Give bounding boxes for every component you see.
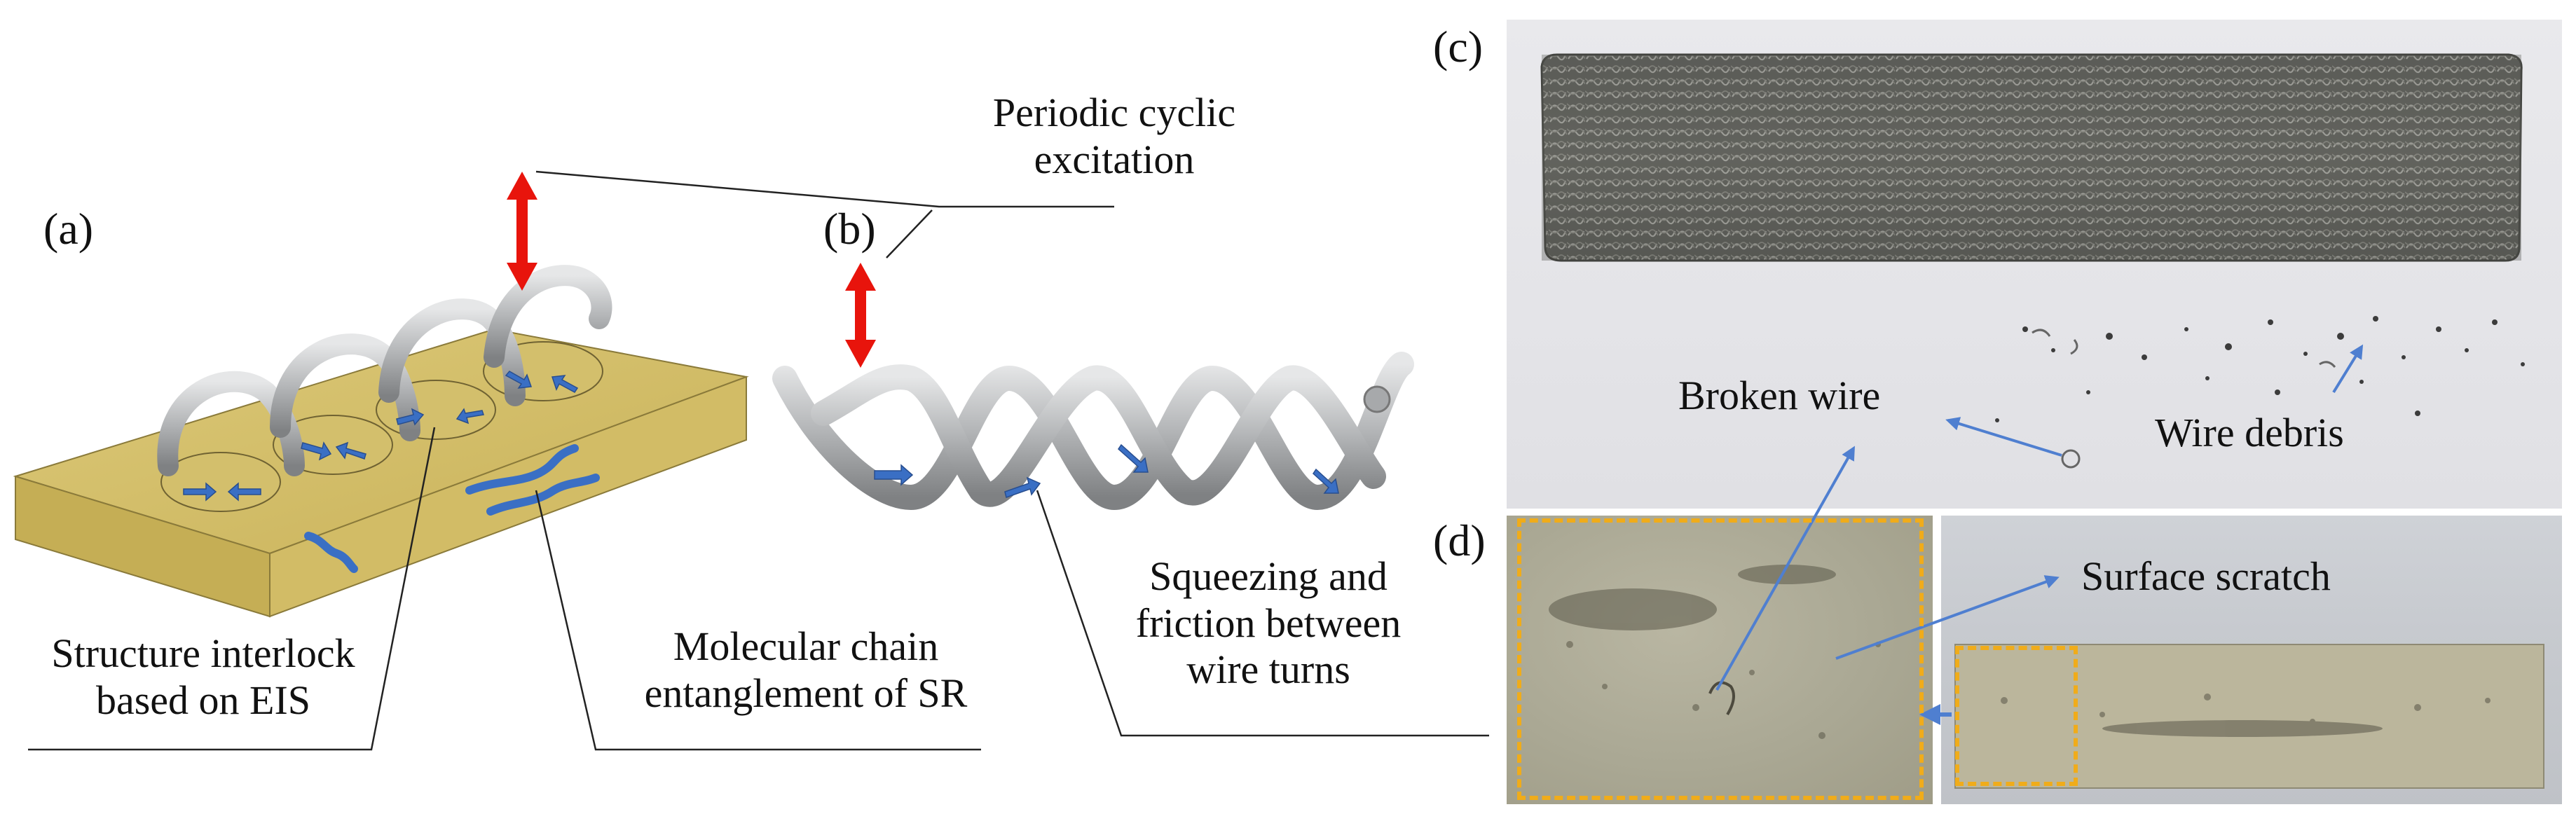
force-arrows-b	[874, 443, 1339, 498]
force-arrows-a	[183, 371, 579, 502]
photo-d-content	[1549, 446, 2544, 789]
broken-wire-arrow-c	[1945, 417, 2062, 457]
surface-scratch-arrow	[1835, 575, 2060, 660]
squeezing-label: Squeezing and friction between wire turn…	[1104, 553, 1433, 694]
excitation-line-2: excitation	[1034, 136, 1195, 182]
squeezing-line-1: Squeezing and	[1149, 553, 1388, 599]
loose-wire-bits	[2032, 329, 2336, 469]
excitation-line-1: Periodic cyclic	[992, 90, 1236, 135]
wire-debris-arrow	[2332, 344, 2364, 394]
sr-specimen-strip	[1954, 644, 2544, 789]
leader-lines	[28, 170, 1489, 751]
panel-label-b: (b)	[823, 204, 876, 254]
scratch-marks	[1549, 565, 1881, 739]
molecular-line-1: Molecular chain	[673, 623, 939, 669]
wire-debris-label: Wire debris	[2155, 410, 2344, 455]
surface-scratch-label: Surface scratch	[2081, 553, 2331, 599]
matrix-block-side	[269, 375, 747, 618]
helical-wire-a	[157, 265, 612, 476]
helical-spring-b	[772, 352, 1414, 511]
interlock-line-1: Structure interlock	[51, 630, 355, 676]
panel-label-c: (c)	[1433, 22, 1484, 71]
hole-1	[160, 452, 281, 512]
photo-c-content	[1540, 53, 2525, 469]
wire-end	[1363, 385, 1391, 413]
squeezing-line-2: friction between	[1135, 600, 1402, 646]
molecular-line-2: entanglement of SR	[644, 670, 968, 716]
broken-wire-in-sr	[1708, 681, 1735, 716]
leader-excitation-b	[886, 209, 933, 258]
broken-wire-arrow-d	[1715, 446, 1855, 691]
debris-specks	[1995, 316, 2525, 422]
interlock-label: Structure interlock based on EIS	[7, 630, 399, 724]
excitation-arrow-a	[507, 172, 537, 291]
leader-molecular	[535, 490, 981, 751]
molecular-chain-squiggles	[304, 444, 600, 573]
interlock-line-2: based on EIS	[95, 677, 311, 723]
leader-interlock	[28, 427, 436, 751]
molecular-label: Molecular chain entanglement of SR	[610, 623, 1002, 717]
panel-label-d: (d)	[1433, 516, 1486, 565]
zoom-box-large	[1517, 518, 1924, 800]
zoom-box-small	[1955, 646, 2078, 786]
broken-wire-label: Broken wire	[1678, 373, 1881, 418]
squeezing-line-3: wire turns	[1186, 647, 1350, 693]
leader-squeezing	[1036, 490, 1489, 737]
excitation-arrow-b	[845, 263, 876, 368]
excitation-label: Periodic cyclic excitation	[960, 90, 1268, 183]
panel-b-diagram	[772, 263, 1414, 511]
panel-label-a: (a)	[43, 204, 94, 254]
leader-excitation-a	[535, 170, 1114, 208]
panel-a-diagram	[13, 172, 749, 618]
photo-sr-closeup	[1507, 516, 1933, 804]
